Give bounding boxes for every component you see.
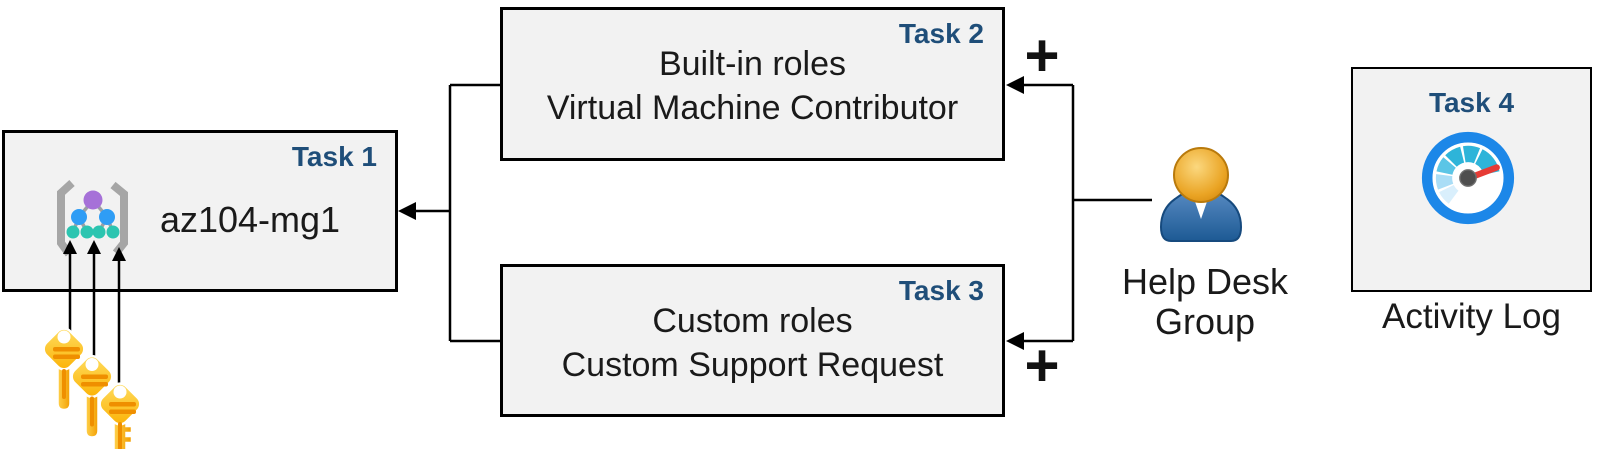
management-group-name: az104-mg1 <box>159 199 341 240</box>
access-keys-icon <box>42 327 142 449</box>
task3-label: Task 3 <box>898 275 984 306</box>
activity-log-caption: Activity Log <box>1382 297 1561 336</box>
leaf-node <box>92 225 106 239</box>
root-node <box>83 190 103 210</box>
management-group-icon <box>57 180 128 257</box>
help-desk-group-label: Help Desk Group <box>1115 262 1295 342</box>
actor-label-line2: Group <box>1154 301 1256 342</box>
task3-line2: Custom Support Request <box>561 346 944 384</box>
activity-log-gauge-icon <box>1421 131 1515 225</box>
task2-line2: Virtual Machine Contributor <box>546 89 959 127</box>
child-node <box>71 209 87 225</box>
gauge-hub <box>1459 169 1477 187</box>
left-bracket-connector <box>414 83 500 343</box>
left-bracket <box>57 180 75 257</box>
child-node <box>99 209 115 225</box>
person-icon <box>1159 147 1243 242</box>
key-icon <box>70 354 114 439</box>
key-icon <box>42 327 86 412</box>
task3-box: Task 3 Custom roles Custom Support Reque… <box>500 264 1005 417</box>
key-icon <box>98 382 142 449</box>
actor-label-line1: Help Desk <box>1121 261 1289 302</box>
person-head <box>1173 147 1229 203</box>
leaf-node <box>80 225 94 239</box>
task4-label: Task 4 <box>1428 87 1515 118</box>
task2-line1: Built-in roles <box>658 45 847 83</box>
assign-builtin-role-plus: + <box>1024 22 1060 89</box>
task2-text: Built-in roles Virtual Machine Contribut… <box>503 42 1002 130</box>
task1-label: Task 1 <box>291 141 377 172</box>
leaf-node <box>106 225 120 239</box>
task2-box: Task 2 Built-in roles Virtual Machine Co… <box>500 7 1005 161</box>
task3-text: Custom roles Custom Support Request <box>503 299 1002 387</box>
task3-line1: Custom roles <box>652 302 853 340</box>
task4-box: Task 4 Activity Log <box>1351 67 1592 336</box>
arrow-into-task1 <box>398 202 416 220</box>
task2-label: Task 2 <box>898 18 984 49</box>
task1-box: Task 1 az104-mg1 <box>2 130 398 292</box>
gauge-segments <box>1435 145 1500 204</box>
leaf-node <box>66 225 80 239</box>
assign-custom-role-plus: + <box>1024 332 1060 399</box>
